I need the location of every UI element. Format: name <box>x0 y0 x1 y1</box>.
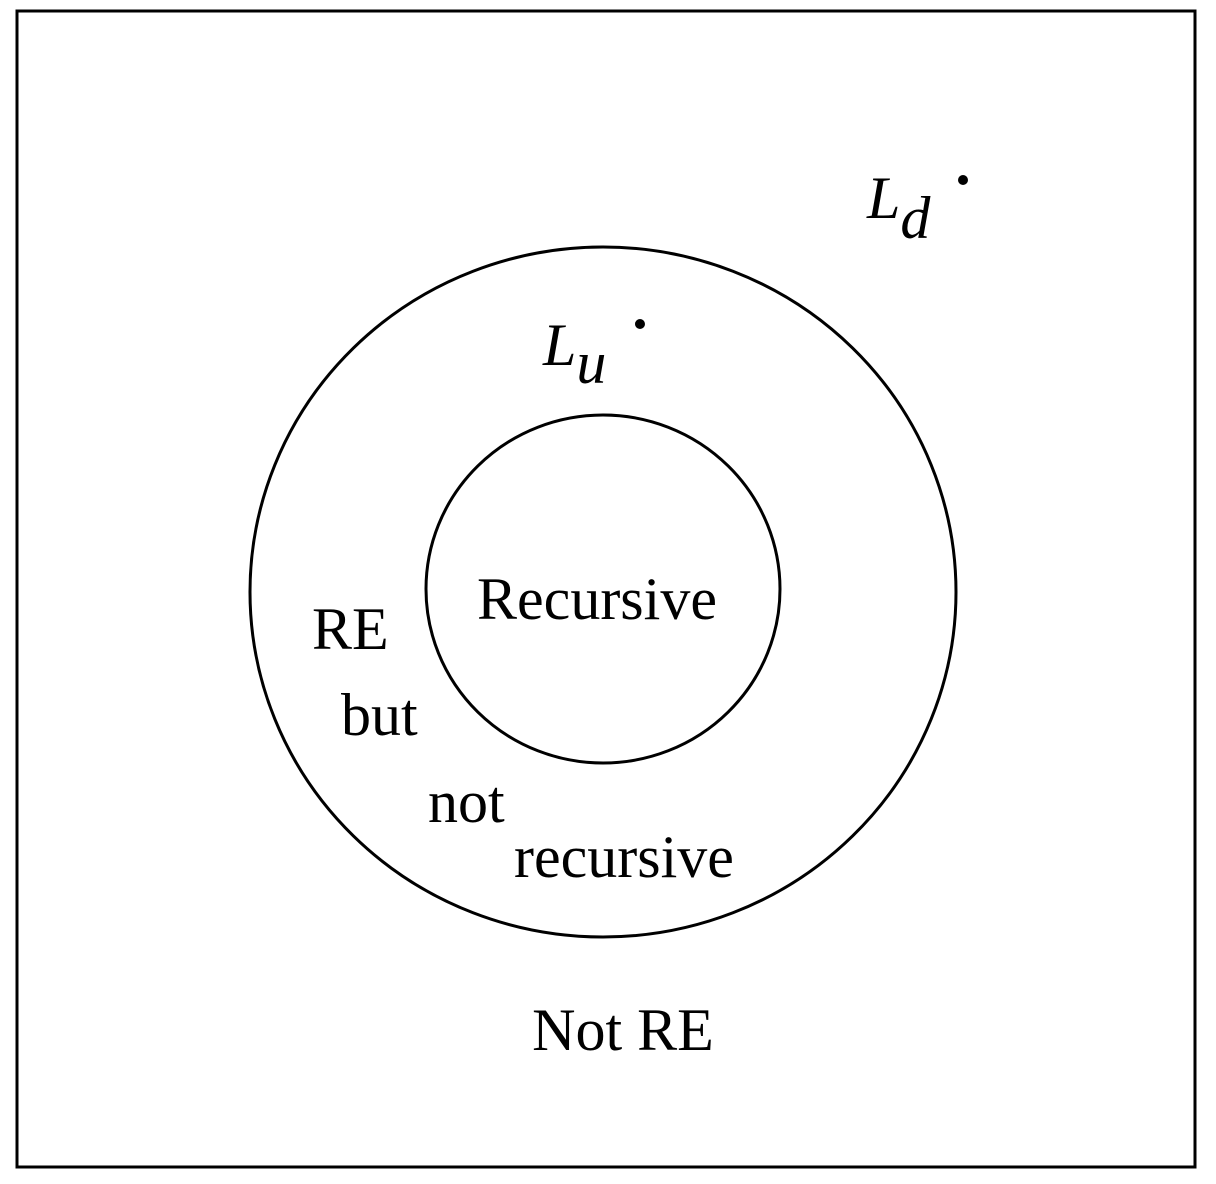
ld-symbol: L <box>866 165 900 231</box>
ld-point <box>958 175 968 185</box>
lu-point <box>635 319 645 329</box>
re-label-line-4: recursive <box>514 824 734 890</box>
re-label-line-3: not <box>428 769 505 835</box>
lu-subscript: u <box>576 330 606 396</box>
universe-frame <box>15 9 1197 1169</box>
svg-text:Lu: Lu <box>542 312 606 396</box>
language-ld-marker: Ld <box>866 165 968 251</box>
re-set-boundary <box>248 245 958 939</box>
not-re-label: Not RE <box>532 997 714 1063</box>
re-label-line-1: RE <box>312 596 389 662</box>
recursive-set-boundary <box>424 413 782 765</box>
ld-subscript: d <box>900 185 931 251</box>
svg-text:Ld: Ld <box>866 165 931 251</box>
re-label-line-2: but <box>341 682 418 748</box>
language-lu-marker: Lu <box>542 312 645 396</box>
lu-symbol: L <box>542 312 576 378</box>
recursive-label: Recursive <box>477 566 717 632</box>
